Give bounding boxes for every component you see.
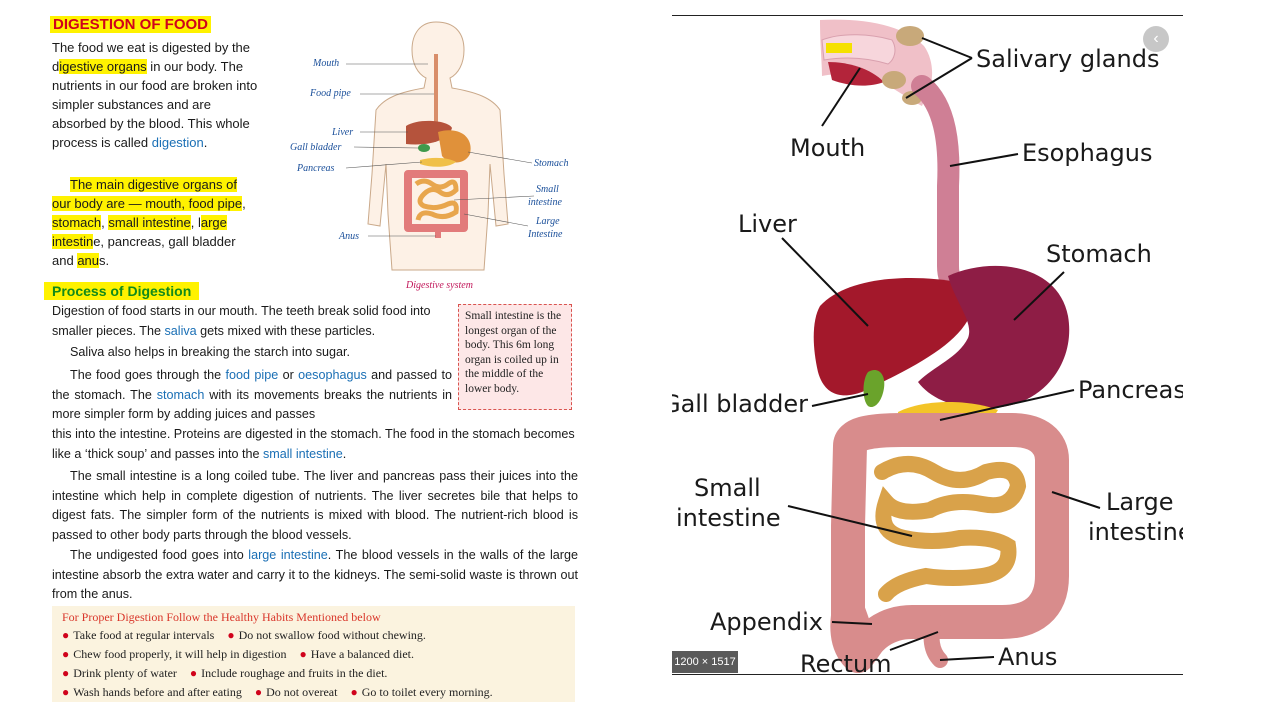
fig-label-large-intestine: Intestine <box>527 229 563 240</box>
label-pancreas: Pancreas <box>1078 376 1183 404</box>
habit-row: ●Chew food properly, it will help in dig… <box>62 647 414 661</box>
label-mouth: Mouth <box>790 134 865 162</box>
bullet-icon: ● <box>62 666 70 680</box>
organs-paragraph: The main digestive organs of our body ar… <box>52 177 246 268</box>
bullet-icon: ● <box>62 628 70 642</box>
process-subtitle: Process of Digestion <box>44 282 200 300</box>
healthy-habits-box: For Proper Digestion Follow the Healthy … <box>52 606 575 702</box>
label-small: Small <box>694 474 761 502</box>
label-large: Large <box>1106 488 1174 516</box>
fig-label-pancreas: Pancreas <box>296 163 335 174</box>
textbook-page: DIGESTION OF FOOD The food we eat is dig… <box>0 0 600 720</box>
fig-label-anus: Anus <box>338 231 359 242</box>
fig-label-large: Large <box>535 216 560 227</box>
para-saliva: Digestion of food starts in our mouth. T… <box>52 304 431 338</box>
bullet-icon: ● <box>254 685 263 699</box>
label-appendix: Appendix <box>710 608 823 636</box>
viewer-bottom-border <box>672 674 1183 675</box>
bullet-icon: ● <box>62 685 70 699</box>
label-esophagus: Esophagus <box>1022 139 1152 167</box>
bullet-icon: ● <box>299 647 307 661</box>
image-viewer[interactable]: Salivary glands Mouth Esophagus Liver St… <box>672 16 1183 674</box>
bullet-icon: ● <box>62 647 70 661</box>
habit-row: ●Wash hands before and after eating ●Do … <box>62 685 493 699</box>
label-large-intestine: intestine <box>1088 518 1183 546</box>
fig-label-small: Small <box>536 184 559 195</box>
digestive-system-diagram: Salivary glands Mouth Esophagus Liver St… <box>672 19 1183 674</box>
para-stomach: this into the intestine. Proteins are di… <box>52 427 575 461</box>
para-large-intestine: The undigested food goes into large inte… <box>52 548 578 601</box>
label-gall-bladder: Gall bladder <box>672 390 808 418</box>
fig-label-liver: Liver <box>331 127 353 138</box>
fig-caption: Digestive system <box>405 280 473 291</box>
label-rectum: Rectum <box>800 650 892 674</box>
bullet-icon: ● <box>227 628 235 642</box>
habit-row: ●Take food at regular intervals ●Do not … <box>62 628 426 642</box>
note-box: Small intestine is the longest organ of … <box>458 304 572 410</box>
fig-label-stomach: Stomach <box>534 158 568 169</box>
digestive-system-figure: Mouth Food pipe Liver Gall bladder Pancr… <box>290 21 568 291</box>
habits-title: For Proper Digestion Follow the Healthy … <box>62 610 381 624</box>
label-liver: Liver <box>738 210 797 238</box>
label-salivary-glands: Salivary glands <box>976 45 1159 73</box>
viewer-top-border <box>672 15 1183 16</box>
para-small-intestine: The small intestine is a long coiled tub… <box>52 469 578 542</box>
fig-label-mouth: Mouth <box>312 58 339 69</box>
fig-label-intestine: intestine <box>528 197 562 208</box>
bullet-icon: ● <box>350 685 358 699</box>
bullet-icon: ● <box>189 666 198 680</box>
para-starch: Saliva also helps in breaking the starch… <box>70 345 351 359</box>
habit-row: ●Drink plenty of water ●Include roughage… <box>62 666 388 680</box>
fig-label-food-pipe: Food pipe <box>309 88 351 99</box>
section-title: DIGESTION OF FOOD <box>50 16 212 33</box>
label-small-intestine: intestine <box>676 504 781 532</box>
label-anus: Anus <box>998 643 1057 671</box>
label-stomach: Stomach <box>1046 240 1152 268</box>
para-food-pipe: The food goes through the food pipe or o… <box>52 368 453 421</box>
image-size-badge: 1200 × 1517 <box>672 651 738 673</box>
intro-paragraph: The food we eat is digested by the diges… <box>52 40 258 150</box>
fig-label-gall-bladder: Gall bladder <box>290 142 341 153</box>
chevron-left-icon[interactable]: ‹ <box>1143 26 1169 52</box>
